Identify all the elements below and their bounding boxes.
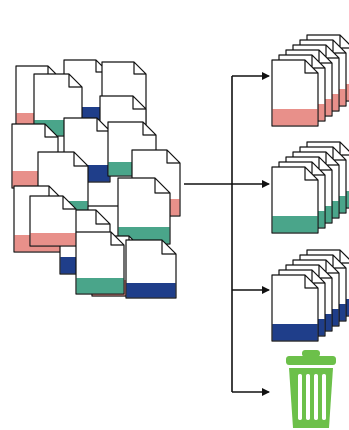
unsorted-document-pile [11,59,181,299]
document-color-band [30,233,76,246]
pile-document [125,239,177,299]
stack-blue [271,249,349,342]
stack-document [271,274,319,342]
document-color-band [272,216,318,233]
stack-document [271,166,319,234]
stack-green [271,141,349,234]
pile-document [75,231,125,295]
stack-document [271,59,319,127]
document-color-band [126,283,176,298]
pile-document [117,177,171,245]
trash-can-icon [286,350,336,428]
sorted-document-stacks [271,34,349,342]
document-color-band [76,278,124,294]
routing-arrows [184,72,270,396]
document-color-band [272,109,318,126]
document-color-band [272,324,318,341]
pile-document [29,195,77,247]
stack-red [271,34,349,127]
